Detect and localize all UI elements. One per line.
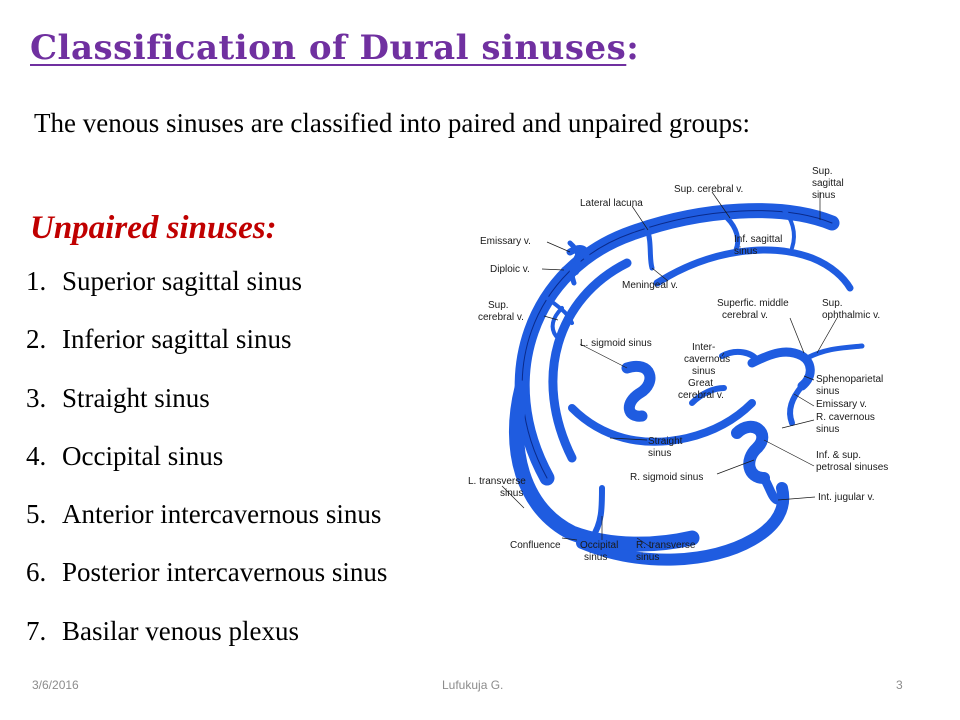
label-confluence: Confluence [510,540,561,551]
dural-sinus-diagram: Sup. sagittal sinus Sup. cerebral v. Lat… [468,166,888,566]
unpaired-sinus-list: 1. Superior sagittal sinus 2. Inferior sag… [26,266,387,674]
label-r-cavernous: sinus [816,424,839,435]
label-r-cavernous: R. cavernous [816,412,875,423]
footer-page-number: 3 [896,678,903,692]
label-petrosal: Inf. & sup. [816,450,861,461]
label-intercavernous: cavernous [684,354,730,365]
label-sphenoparietal: sinus [816,386,839,397]
list-item-number: 7. [26,615,47,646]
diagram-leader-lines [501,191,838,549]
label-emissary: Emissary v. [480,236,531,247]
label-l-transverse: sinus [500,488,523,499]
label-r-sigmoid: R. sigmoid sinus [630,472,703,483]
label-sphenoparietal: Sphenoparietal [816,374,883,385]
label-great-cerebral: Great [688,378,713,389]
list-item: 3. Straight sinus [26,383,387,441]
label-intercavernous: sinus [692,366,715,377]
unpaired-heading: Unpaired sinuses: [30,210,277,246]
diagram-labels: Sup. sagittal sinus Sup. cerebral v. Lat… [468,166,888,563]
label-sup-cerebral-left: cerebral v. [478,312,524,323]
list-item: 4. Occipital sinus [26,441,387,499]
label-sup-cerebral-top: Sup. cerebral v. [674,184,743,195]
label-intercavernous: Inter- [692,342,715,353]
label-r-transverse: R. transverse [636,540,696,551]
list-item-number: 1. [26,266,47,296]
list-item-number: 2. [26,324,47,355]
list-item-text: Occipital sinus [62,440,224,471]
label-superf-middle: cerebral v. [722,310,768,321]
label-inf-sagittal: Inf. sagittal [734,234,782,245]
list-item: 5. Anterior intercavernous sinus [26,499,387,557]
list-item-number: 4. [26,440,47,471]
list-item-number: 5. [26,499,47,530]
list-item-number: 3. [26,382,47,413]
label-int-jugular: Int. jugular v. [818,492,875,503]
label-straight: Straight [648,436,683,447]
label-sup-sagittal: Sup. [812,166,833,177]
list-item: 6. Posterior intercavernous sinus [26,557,387,615]
footer-author: Lufukuja G. [442,678,504,692]
list-item-text: Posterior intercavernous sinus [62,557,388,588]
list-item-text: Inferior sagittal sinus [62,324,292,355]
label-meningeal: Meningeal v. [622,280,678,291]
label-straight: sinus [648,448,671,459]
label-petrosal: petrosal sinuses [816,462,888,473]
slide-title: Classification of Dural sinuses: [30,28,639,68]
sinus-veins [509,203,865,566]
list-item: 2. Inferior sagittal sinus [26,324,387,382]
label-occipital: Occipital [580,540,618,551]
label-sup-sagittal: sagittal [812,178,844,189]
label-l-transverse: L. transverse [468,476,526,487]
list-item-text: Basilar venous plexus [62,615,299,646]
list-item-text: Anterior intercavernous sinus [62,499,382,530]
list-item-text: Superior sagittal sinus [62,266,302,296]
label-l-sigmoid: L. sigmoid sinus [580,338,652,349]
slide-title-text: Classification of Dural sinuses [30,28,627,68]
label-sup-cerebral-left: Sup. [488,300,509,311]
label-diploic: Diploic v. [490,264,530,275]
list-item: 1. Superior sagittal sinus [26,266,387,324]
label-sup-ophthalmic: ophthalmic v. [822,310,880,321]
label-occipital: sinus [584,552,607,563]
label-lateral-lacuna: Lateral lacuna [580,198,643,209]
list-item-text: Straight sinus [62,382,210,413]
label-r-transverse: sinus [636,552,659,563]
intro-text: The venous sinuses are classified into p… [34,108,751,138]
list-item: 7. Basilar venous plexus [26,616,387,674]
footer-date: 3/6/2016 [32,678,79,692]
label-superf-middle: Superfic. middle [717,298,789,309]
label-inf-sagittal: sinus [734,246,757,257]
label-great-cerebral: cerebral v. [678,390,724,401]
slide-title-colon: : [626,28,640,68]
list-item-number: 6. [26,557,47,588]
label-sup-sagittal: sinus [812,190,835,201]
label-sup-ophthalmic: Sup. [822,298,843,309]
label-emissary-right: Emissary v. [816,399,867,410]
